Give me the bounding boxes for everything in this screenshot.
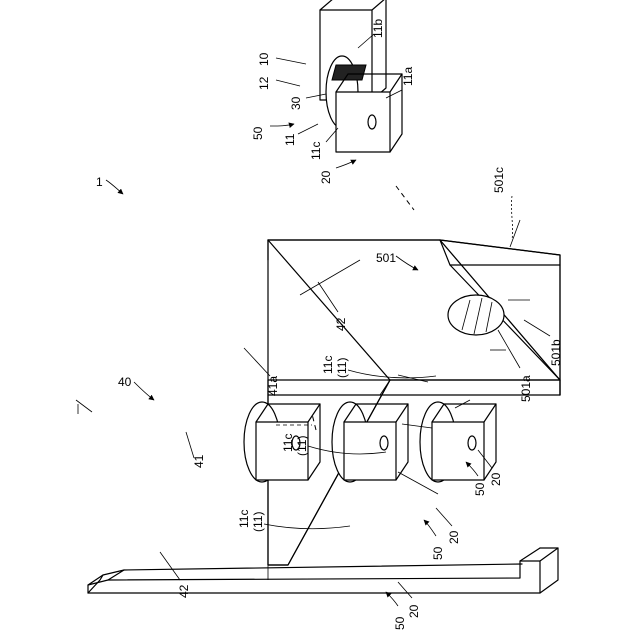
label-fig-1: 1 [96,175,103,189]
leader-ex-12 [276,80,300,86]
leader-a3-20 [398,582,412,598]
label-42-bottom: 42 [177,584,191,598]
leader-501c [510,220,520,247]
label-c2-11: (11) [295,436,309,456]
arrow-a3-50 [386,592,398,606]
leader-41 [186,432,194,458]
face-hole [448,295,504,335]
label-501b: 501b [549,339,563,366]
label-c3-11c: 11c [237,510,251,528]
label-a1-50: 50 [473,482,487,496]
label-501c: 501c [492,167,506,193]
arrow-fig-1 [106,180,123,194]
label-a3-20: 20 [407,604,421,618]
label-501a: 501a [519,375,533,402]
arrow-ex-50 [270,124,294,126]
label-a2-20: 20 [447,530,461,544]
leader-42-bottom [160,552,180,580]
label-40: 40 [118,375,132,389]
leader-ex-11 [298,124,318,134]
label-ex-11a: 11a [401,67,415,86]
label-41a: 41a [266,376,280,396]
label-c2-11c: 11c [281,434,295,452]
leader-ex-10 [276,58,306,64]
dashed-axis-1 [396,186,414,210]
arrow-ex-20 [336,160,356,168]
arrow-a2-50 [424,520,436,536]
label-c1-11: (11) [335,358,349,378]
label-c1-11c: 11c [321,356,335,374]
label-ex-11c: 11c [309,142,323,160]
label-501: 501 [376,251,396,265]
label-ex-12: 12 [257,76,271,90]
label-ex-11: 11 [283,133,297,146]
label-ex-10: 10 [257,52,271,66]
leader-41a [244,348,270,376]
exploded-assembly [320,0,402,152]
arrow-40 [134,382,154,400]
label-ex-20: 20 [319,170,333,184]
label-a2-50: 50 [431,546,445,560]
connector-1 [420,402,496,482]
label-a1-20: 20 [489,472,503,486]
label-c3-11: (11) [251,512,265,532]
label-41: 41 [192,454,206,468]
label-ex-50: 50 [251,126,265,140]
label-ex-30: 30 [289,96,303,110]
leader-a2-20 [436,508,452,526]
leader-501c-up [511,196,512,240]
label-42-top: 42 [334,317,348,331]
label-a3-50: 50 [393,616,407,630]
